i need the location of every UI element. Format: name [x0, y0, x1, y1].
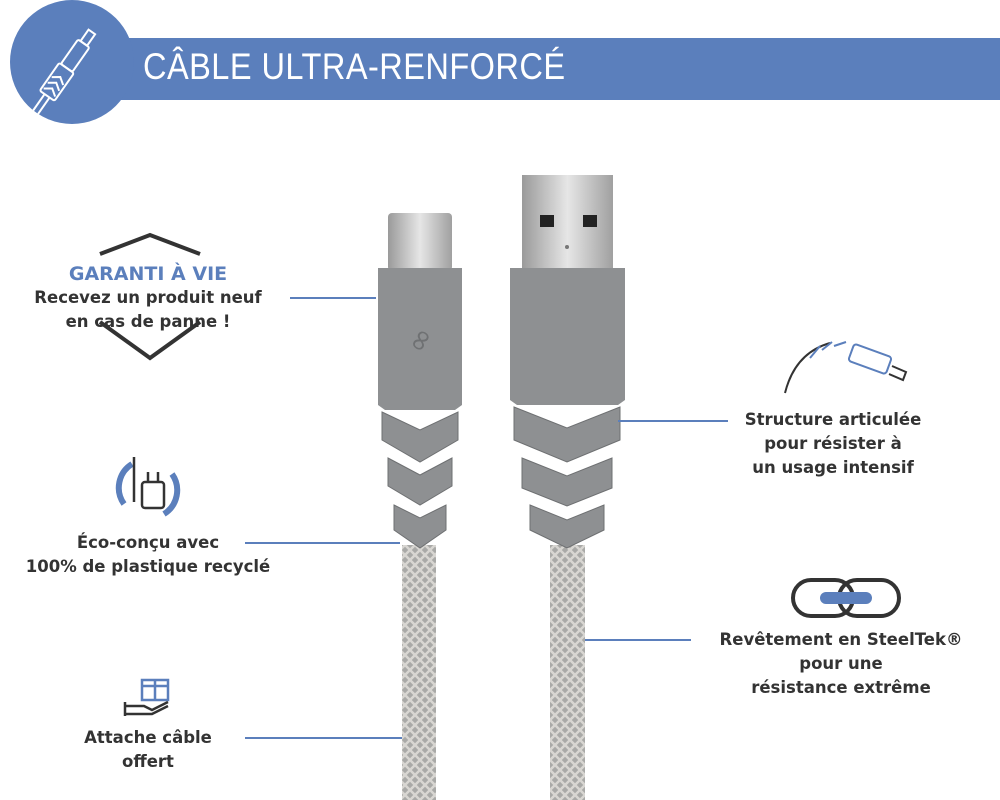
warranty-title: GARANTI À VIE [68, 263, 228, 285]
gift-hand-icon [123, 678, 170, 716]
header-cable-badge [10, 0, 134, 124]
connector-line [245, 542, 400, 544]
steeltek-line-2: pour une [799, 654, 883, 673]
warranty-line-2: en cas de panne ! [65, 312, 231, 331]
structure-line-3: un usage intensif [752, 458, 914, 477]
warranty-line-1: Recevez un produit neuf [34, 288, 262, 307]
articulated-cable-icon [784, 341, 908, 394]
shield-icon [98, 232, 202, 361]
connector-line [245, 737, 402, 739]
connector-line [290, 297, 376, 299]
gift-line-1: Attache câble [84, 728, 212, 747]
recycle-charger-icon [115, 457, 181, 517]
cable-icon [32, 28, 97, 115]
connector-line [585, 639, 691, 641]
connector-line [618, 420, 728, 422]
steeltek-line-3: résistance extrême [751, 678, 931, 697]
structure-line-1: Structure articulée [744, 410, 922, 429]
chain-link-icon [791, 578, 901, 618]
header-banner [115, 38, 1000, 100]
steeltek-line-1: Revêtement en SteelTek® [719, 630, 963, 649]
eco-line-2: 100% de plastique recyclé [25, 557, 271, 576]
usbc-connector [402, 545, 436, 800]
eco-line-1: Éco-conçu avec [76, 533, 220, 552]
gift-line-2: offert [122, 752, 174, 771]
page-title: CÂBLE ULTRA-RENFORCÉ [143, 46, 566, 87]
usba-connector [550, 545, 585, 800]
structure-line-2: pour résister à [764, 434, 902, 453]
